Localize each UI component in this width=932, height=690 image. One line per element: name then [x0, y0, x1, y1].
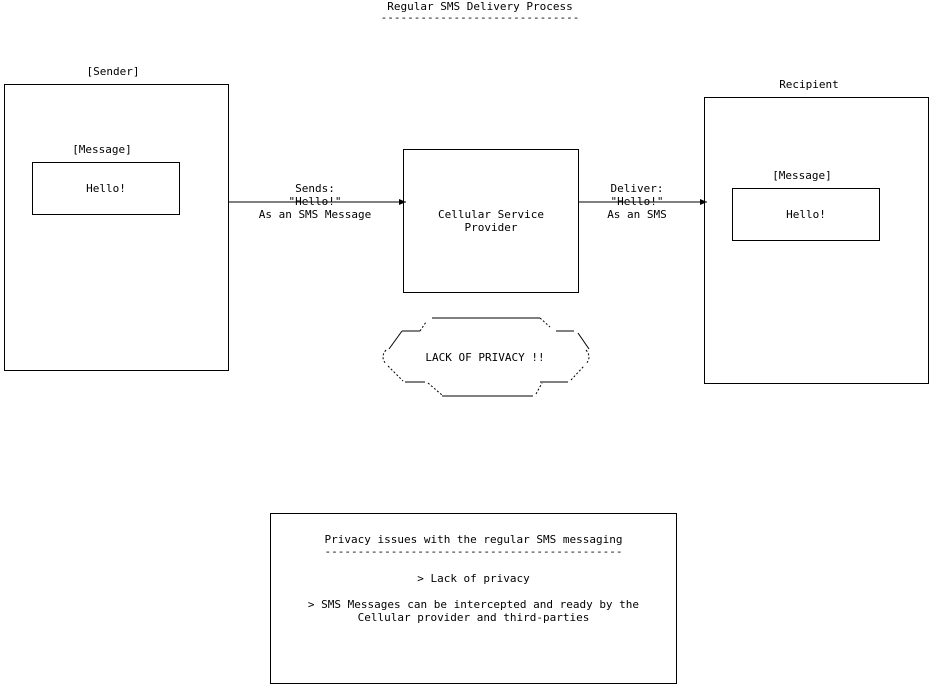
provider-label-line1: Cellular Service — [438, 208, 544, 221]
sender-message-text: Hello! — [86, 182, 126, 195]
sender-box — [4, 84, 229, 371]
notes-box — [270, 513, 677, 684]
send-edge-label-line2: "Hello!" — [288, 195, 342, 208]
deliver-edge-label-line3: As an SMS — [592, 208, 682, 221]
recipient-label: Recipient — [779, 78, 839, 91]
deliver-edge-label-line2: "Hello!" — [610, 195, 664, 208]
sender-message-label: [Message] — [72, 143, 132, 156]
diagram-title: Regular SMS Delivery Process — [387, 0, 573, 13]
notes-item-intercepted-line1: > SMS Messages can be intercepted and re… — [307, 598, 640, 611]
provider-box — [403, 149, 579, 293]
recipient-message-label: [Message] — [772, 169, 832, 182]
deliver-edge-label-line1: Deliver: — [592, 182, 682, 195]
sender-label: [Sender] — [86, 65, 140, 78]
provider-label-line2: Provider — [464, 221, 518, 234]
notes-item-intercepted-line2: Cellular provider and third-parties — [357, 611, 590, 624]
send-edge-label-line3: As an SMS Message — [252, 208, 378, 221]
notes-item-lack-of-privacy: > Lack of privacy — [417, 572, 530, 585]
recipient-message-text: Hello! — [786, 208, 826, 221]
notes-title-underline: ----------------------------------------… — [324, 545, 623, 558]
notes-title: Privacy issues with the regular SMS mess… — [324, 533, 623, 546]
recipient-box — [704, 97, 929, 384]
sender-message-box — [32, 162, 180, 215]
recipient-message-box — [732, 188, 880, 241]
cloud-text: LACK OF PRIVACY !! — [425, 351, 545, 364]
send-edge-label-line1: Sends: — [252, 182, 378, 195]
diagram-title-underline: ------------------------------ — [380, 11, 580, 24]
